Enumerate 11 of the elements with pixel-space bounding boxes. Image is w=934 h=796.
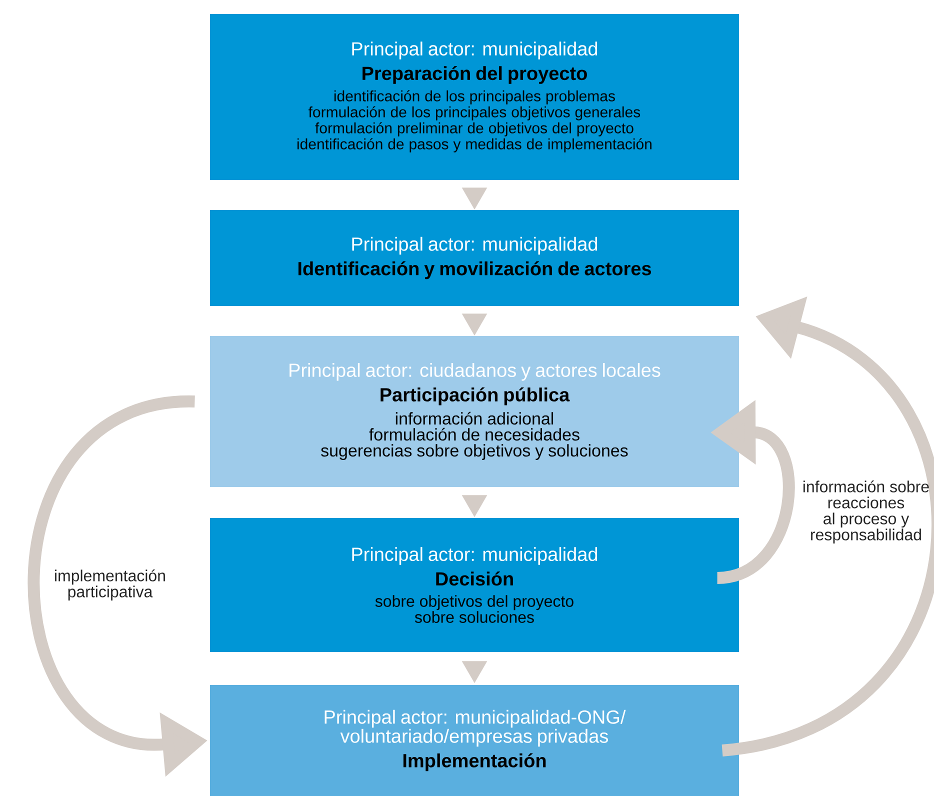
process-box: Principal actor: municipalidad Decisión sobre objetivos del proyecto sobre soluciones xyxy=(210,518,740,652)
edge-label: información sobre reacciones al proceso y responsabilidad xyxy=(804,480,929,544)
process-box: Principal actor: municipalidad Identificación y movilización de actores xyxy=(210,210,740,306)
arrow xyxy=(462,188,488,210)
arrow xyxy=(462,661,488,684)
process-box: Principal actor: ciudadanos y actores locales Participación pública información adicional formulación de necesidades sugerencias sobre objetivos y soluciones xyxy=(210,336,740,487)
arrow xyxy=(462,314,488,336)
process-box: Principal actor: municipalidad Preparación del proyecto identificación de los principales problemas formulación de los principales objetivos generales formulación preliminar de objetivos del proyecto identificación de pasos y medidas de implementación xyxy=(210,14,740,180)
edge-label: implementación participativa xyxy=(55,569,165,601)
arrow xyxy=(462,495,488,518)
process-box: Principal actor: municipalidad-ONG/ voluntariado/empresas privadas Implementación xyxy=(210,685,740,796)
